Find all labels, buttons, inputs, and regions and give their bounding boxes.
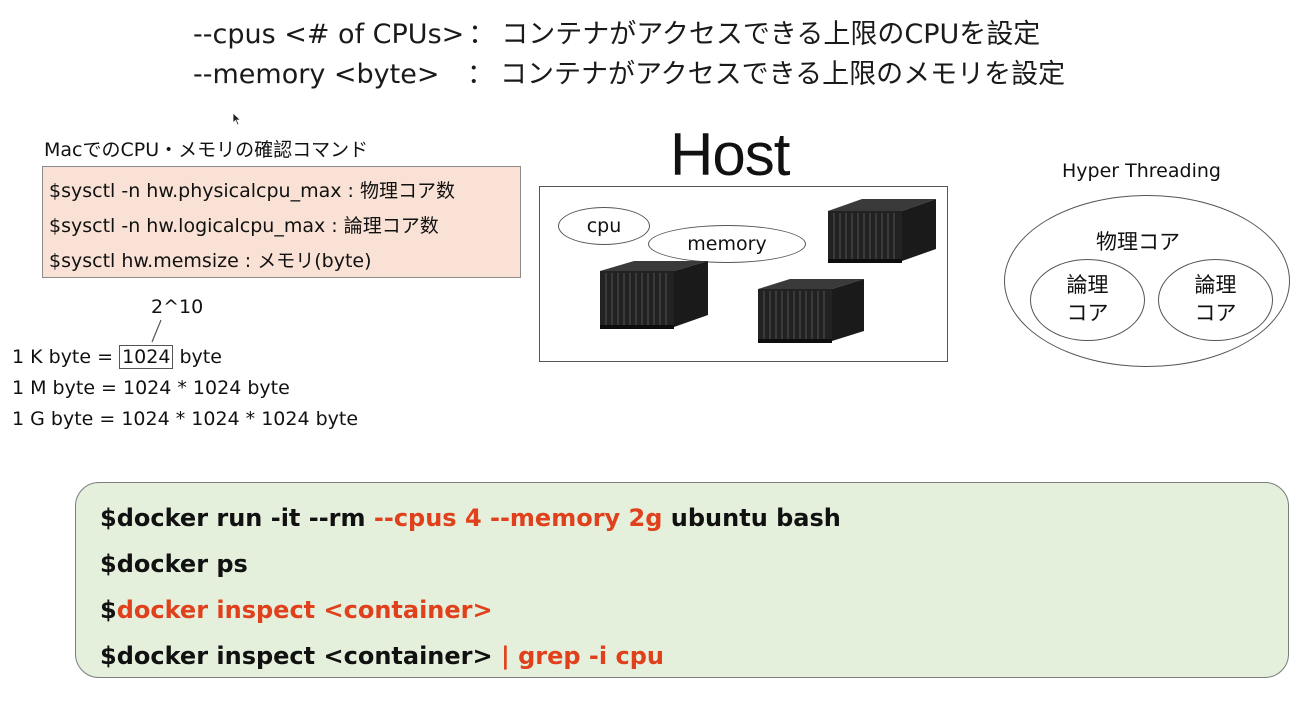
host-memory-resource: memory: [648, 225, 806, 263]
logical-core-ellipse: 論理 コア: [1030, 259, 1145, 341]
kilobyte-prefix: 1 K byte =: [12, 346, 120, 368]
docker-ps-command: $docker ps: [100, 550, 248, 578]
megabyte-line: 1 M byte = 1024 * 1024 byte: [12, 377, 290, 399]
cpus-flag: --cpus <# of CPUs>: [193, 19, 465, 50]
docker-inspect-command: $docker inspect <container>: [100, 587, 1288, 633]
docker-commands-box: $docker run -it --rm --cpus 4 --memory 2…: [75, 482, 1289, 678]
memsize-command: $sysctl hw.memsize : メモリ(byte): [49, 250, 372, 272]
power-of-two-label: 2^10: [151, 296, 204, 318]
shipping-container-icon: [828, 199, 936, 263]
host-diagram: cpu memory: [539, 186, 948, 362]
docker-inspect-prompt: $: [100, 596, 117, 624]
memory-description: コンテナがアクセスできる上限のメモリを設定: [500, 59, 1066, 90]
docker-run-command: $docker run -it --rm --cpus 4 --memory 2…: [100, 495, 1288, 541]
grep-cpu-pipe: | grep -i cpu: [500, 642, 664, 670]
docker-run-suffix: ubuntu bash: [662, 504, 841, 532]
docker-run-resource-flags: --cpus 4 --memory 2g: [373, 504, 663, 532]
cpus-option-line: --cpus <# of CPUs>：コンテナがアクセスできる上限のCPUを設定: [193, 12, 1040, 51]
memory-option-line: --memory <byte> ：コンテナがアクセスできる上限のメモリを設定: [193, 52, 1065, 91]
shipping-container-icon: [600, 261, 708, 329]
kilobyte-boxed-value: 1024: [119, 345, 174, 369]
cpus-separator: ：: [468, 19, 496, 50]
logical-core-label-bottom: コア: [1066, 301, 1109, 325]
host-title: Host: [670, 121, 790, 188]
gigabyte-line: 1 G byte = 1024 * 1024 * 1024 byte: [12, 408, 359, 430]
logical-core-label-bottom: コア: [1194, 301, 1237, 325]
physical-core-label: 物理コア: [1096, 230, 1180, 254]
cpus-description: コンテナがアクセスできる上限のCPUを設定: [501, 19, 1041, 50]
memory-flag: --memory <byte>: [193, 59, 440, 90]
docker-inspect-highlight: docker inspect <container>: [116, 596, 493, 624]
docker-inspect-grep-prefix: $docker inspect <container>: [100, 642, 501, 670]
docker-inspect-grep-command: $docker inspect <container> | grep -i cp…: [100, 633, 1288, 679]
logical-core-label-top: 論理: [1194, 273, 1237, 297]
mac-commands-title: MacでのCPU・メモリの確認コマンド: [44, 139, 369, 161]
logical-core-label-top: 論理: [1066, 273, 1109, 297]
physical-core-ellipse: [1004, 195, 1290, 367]
logical-cpu-command: $sysctl -n hw.logicalcpu_max : 論理コア数: [49, 215, 439, 237]
mouse-pointer-icon: [232, 112, 242, 126]
kilobyte-suffix: byte: [173, 346, 222, 368]
memory-separator: ：: [467, 59, 494, 90]
kilobyte-line: 1 K byte = 1024 byte: [12, 342, 358, 373]
logical-core-ellipse: 論理 コア: [1158, 259, 1273, 341]
shipping-container-icon: [758, 279, 864, 343]
byte-conversions: 1 K byte = 1024 byte 1 M byte = 1024 * 1…: [12, 342, 358, 435]
physical-cpu-command: $sysctl -n hw.physicalcpu_max : 物理コア数: [49, 180, 455, 202]
mac-commands-box: $sysctl -n hw.physicalcpu_max : 物理コア数 $s…: [42, 166, 521, 278]
host-cpu-resource: cpu: [558, 207, 650, 245]
hyper-threading-title: Hyper Threading: [1062, 160, 1221, 182]
docker-run-prefix: $docker run -it --rm: [100, 504, 374, 532]
